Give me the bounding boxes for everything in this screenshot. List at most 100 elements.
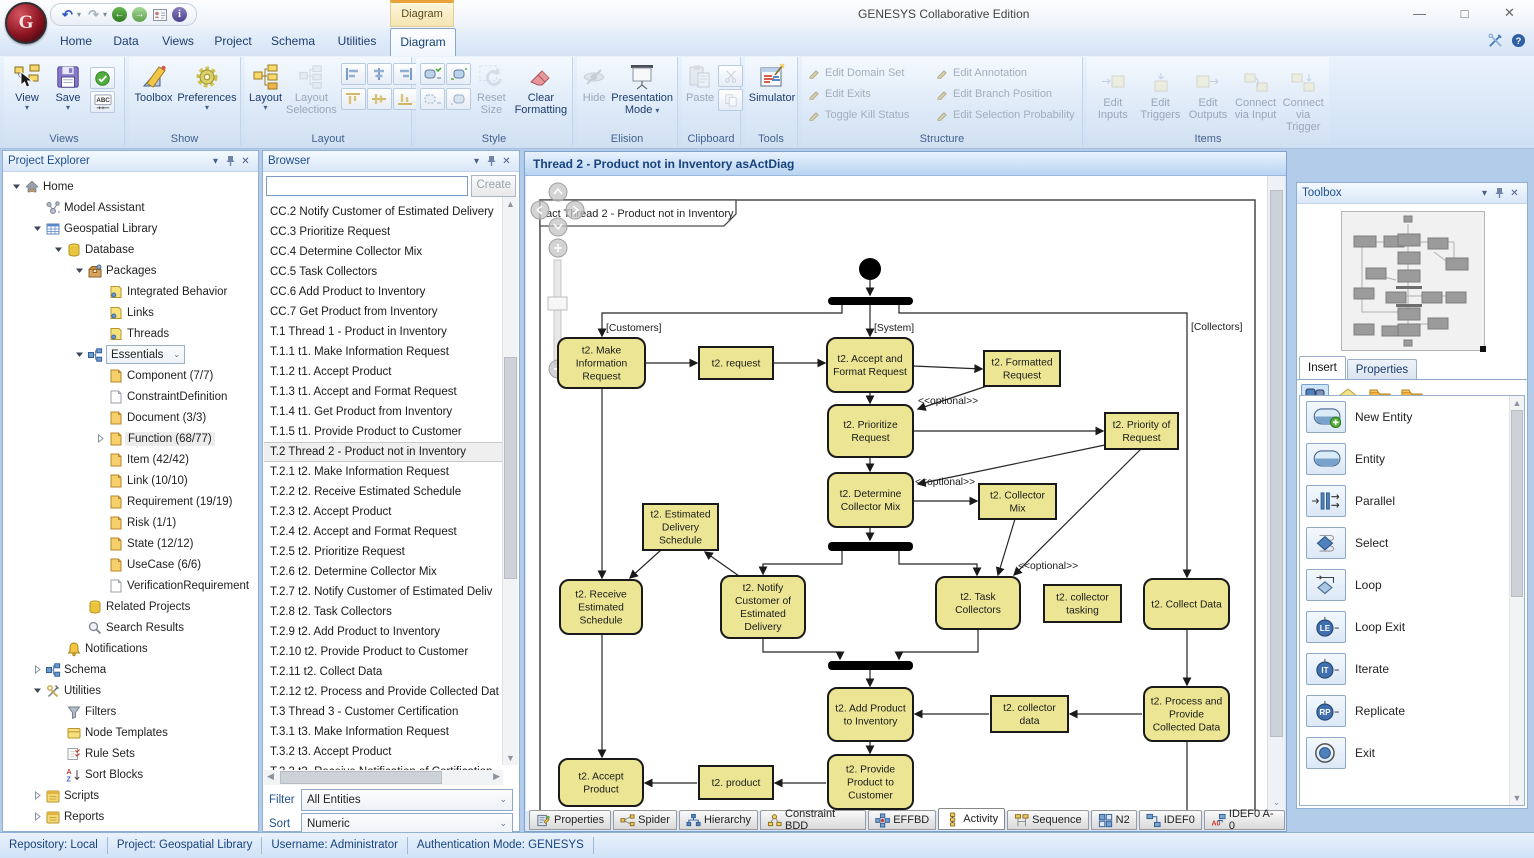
- paste-button[interactable]: Paste: [685, 60, 715, 106]
- list-item-t-1-5[interactable]: T.1.5 t1. Provide Product to Customer: [264, 422, 503, 442]
- list-item-t-2-4[interactable]: T.2.4 t2. Accept and Format Request: [264, 522, 503, 542]
- pin-icon[interactable]: [484, 154, 499, 168]
- connect-via-input-button[interactable]: Connect via Input: [1233, 65, 1279, 123]
- list-item-t-1[interactable]: T.1 Thread 1 - Product in Inventory: [264, 322, 503, 342]
- tree-item-geospatial-geospatial-library[interactable]: Geospatial Library: [3, 218, 258, 239]
- tab-schema[interactable]: Schema: [262, 28, 324, 55]
- list-item-t-2-6[interactable]: T.2.6 t2. Determine Collector Mix: [264, 562, 503, 582]
- tree-item-risk-risk-1-1[interactable]: Risk (1/1): [3, 512, 258, 533]
- node-product[interactable]: t2. product: [699, 766, 773, 799]
- toolbox-item-new-entity[interactable]: New Entity: [1300, 396, 1524, 438]
- node-collector-mix[interactable]: t2. CollectorMix: [979, 484, 1056, 519]
- list-item-t-3-3[interactable]: T.3.3 t3. Receive Notification of Certif…: [264, 762, 503, 770]
- node-collector-tasking[interactable]: t2. collectortasking: [1044, 585, 1121, 622]
- list-item-t-2-5[interactable]: T.2.5 t2. Prioritize Request: [264, 542, 503, 562]
- spelling-button[interactable]: ABC: [90, 91, 115, 113]
- align-left-button[interactable]: [341, 63, 366, 85]
- tree-item-integrated-integrated-behavior[interactable]: Integrated Behavior: [3, 281, 258, 302]
- node-request[interactable]: t2. request: [699, 347, 773, 379]
- clear-formatting-button[interactable]: Clear Formatting: [513, 60, 569, 118]
- tree-item-utilities-utilities[interactable]: Utilities: [3, 680, 258, 701]
- node-prioritize[interactable]: t2. PrioritizeRequest: [828, 405, 913, 457]
- tree-item-packages-packages[interactable]: Packages: [3, 260, 258, 281]
- tab-data[interactable]: Data: [100, 28, 152, 55]
- expander-open-icon[interactable]: [9, 182, 24, 191]
- browser-horizontal-scrollbar[interactable]: ◀ ▶: [264, 770, 503, 785]
- toolbox-item-exit[interactable]: Exit: [1300, 732, 1524, 774]
- essentials-dropdown[interactable]: Essentials⌄: [106, 345, 185, 364]
- expander-open-icon[interactable]: [30, 686, 45, 695]
- edit-branch-position-button[interactable]: Edit Branch Position: [936, 83, 1086, 104]
- align-right-button[interactable]: [393, 63, 418, 85]
- node-receive-est[interactable]: t2. ReceiveEstimatedSchedule: [560, 580, 642, 634]
- toolbox-item-iterate[interactable]: ITIterate: [1300, 648, 1524, 690]
- view-button[interactable]: View▾: [7, 60, 47, 114]
- toolbox-item-select[interactable]: Select: [1300, 522, 1524, 564]
- list-item-t-2-2[interactable]: T.2.2 t2. Receive Estimated Schedule: [264, 482, 503, 502]
- check-model-button[interactable]: [90, 67, 115, 89]
- list-item-t-3[interactable]: T.3 Thread 3 - Customer Certification: [264, 702, 503, 722]
- list-item-t-3-1[interactable]: T.3.1 t3. Make Information Request: [264, 722, 503, 742]
- node-make-info[interactable]: t2. MakeInformationRequest: [558, 338, 645, 388]
- tree-item-constraintdefinition-constraintdefinition[interactable]: ConstraintDefinition: [3, 386, 258, 407]
- expander-closed-icon[interactable]: [30, 665, 45, 674]
- tree-item-node-node-templates[interactable]: Node Templates: [3, 722, 258, 743]
- diagram-vertical-scrollbar[interactable]: ⌄: [1267, 176, 1285, 811]
- list-item-cc-6[interactable]: CC.6 Add Product to Inventory: [264, 282, 503, 302]
- list-item-cc-7[interactable]: CC.7 Get Product from Inventory: [264, 302, 503, 322]
- pin-icon[interactable]: [1492, 186, 1507, 200]
- expander-closed-icon[interactable]: [30, 812, 45, 821]
- simulator-button[interactable]: Simulator: [748, 60, 796, 106]
- tree-item-search-search-results[interactable]: Search Results: [3, 617, 258, 638]
- hide-button[interactable]: Hide: [580, 60, 608, 106]
- list-item-cc-4[interactable]: CC.4 Determine Collector Mix: [264, 242, 503, 262]
- browser-search-input[interactable]: [266, 176, 468, 196]
- node-fork1[interactable]: [828, 297, 913, 305]
- connect-via-trigger-button[interactable]: Connect via Trigger: [1280, 65, 1326, 135]
- list-item-cc-5[interactable]: CC.5 Task Collectors: [264, 262, 503, 282]
- list-item-t-2-12[interactable]: T.2.12 t2. Process and Provide Collected…: [264, 682, 503, 702]
- tree-item-sort-sort-blocks[interactable]: AZSort Blocks: [3, 764, 258, 785]
- edit-inputs-button[interactable]: Edit Inputs: [1090, 65, 1136, 123]
- style-font-button[interactable]: [420, 88, 445, 110]
- edit-outputs-button[interactable]: Edit Outputs: [1185, 65, 1231, 123]
- reset-size-button[interactable]: Reset Size: [472, 60, 511, 118]
- toolbox-item-loop[interactable]: Loop: [1300, 564, 1524, 606]
- node-accept-product[interactable]: t2. AcceptProduct: [559, 759, 643, 806]
- list-item-t-2[interactable]: T.2 Thread 2 - Product not in Inventory: [264, 442, 503, 462]
- align-center-button[interactable]: [367, 63, 392, 85]
- toolbox-item-loop-exit[interactable]: LELoop Exit: [1300, 606, 1524, 648]
- tab-diagram[interactable]: Diagram: [390, 28, 456, 56]
- tree-item-requirement-requirement-19-19[interactable]: Requirement (19/19): [3, 491, 258, 512]
- layout-selections-button[interactable]: Layout Selections: [285, 60, 338, 118]
- edit-annotation-button[interactable]: Edit Annotation: [936, 62, 1086, 83]
- list-item-cc-3[interactable]: CC.3 Prioritize Request: [264, 222, 503, 242]
- toolbox-tab-properties[interactable]: Properties: [1347, 359, 1417, 379]
- tree-item-schema-schema[interactable]: Schema: [3, 659, 258, 680]
- view-tab-properties[interactable]: Properties: [529, 810, 611, 830]
- copy-button[interactable]: [718, 89, 743, 111]
- node-formatted-request[interactable]: t2. FormattedRequest: [984, 351, 1060, 386]
- minimize-button[interactable]: —: [1397, 0, 1442, 26]
- tab-home[interactable]: Home: [52, 28, 100, 55]
- tree-item-scripts-scripts[interactable]: Scripts: [3, 785, 258, 806]
- toolbox-button[interactable]: Toolbox: [132, 60, 175, 106]
- maximize-button[interactable]: □: [1442, 0, 1487, 26]
- node-start[interactable]: [859, 258, 881, 280]
- tree-item-notifications-notifications[interactable]: Notifications: [3, 638, 258, 659]
- pin-icon[interactable]: [223, 154, 238, 168]
- view-tab-idef0[interactable]: IDEF0: [1139, 810, 1202, 830]
- edit-triggers-button[interactable]: Edit Triggers: [1138, 65, 1184, 123]
- panel-menu-icon[interactable]: ▾: [208, 154, 223, 168]
- edit-domain-set-button[interactable]: Edit Domain Set: [808, 62, 936, 83]
- tree-item-filters-filters[interactable]: Filters: [3, 701, 258, 722]
- view-tab-n2[interactable]: N2: [1091, 810, 1137, 830]
- list-item-t-2-3[interactable]: T.2.3 t2. Accept Product: [264, 502, 503, 522]
- list-item-t-1-4[interactable]: T.1.4 t1. Get Product from Inventory: [264, 402, 503, 422]
- undo-dropdown-icon[interactable]: ▾: [77, 10, 81, 19]
- node-notify[interactable]: t2. NotifyCustomer ofEstimatedDelivery: [721, 576, 805, 638]
- view-tab-idef0-a-0[interactable]: A0IDEF0 A-0: [1204, 810, 1285, 830]
- tree-item-home-home[interactable]: Home: [3, 176, 258, 197]
- list-item-t-1-3[interactable]: T.1.3 t1. Accept and Format Request: [264, 382, 503, 402]
- create-button[interactable]: Create: [471, 175, 516, 197]
